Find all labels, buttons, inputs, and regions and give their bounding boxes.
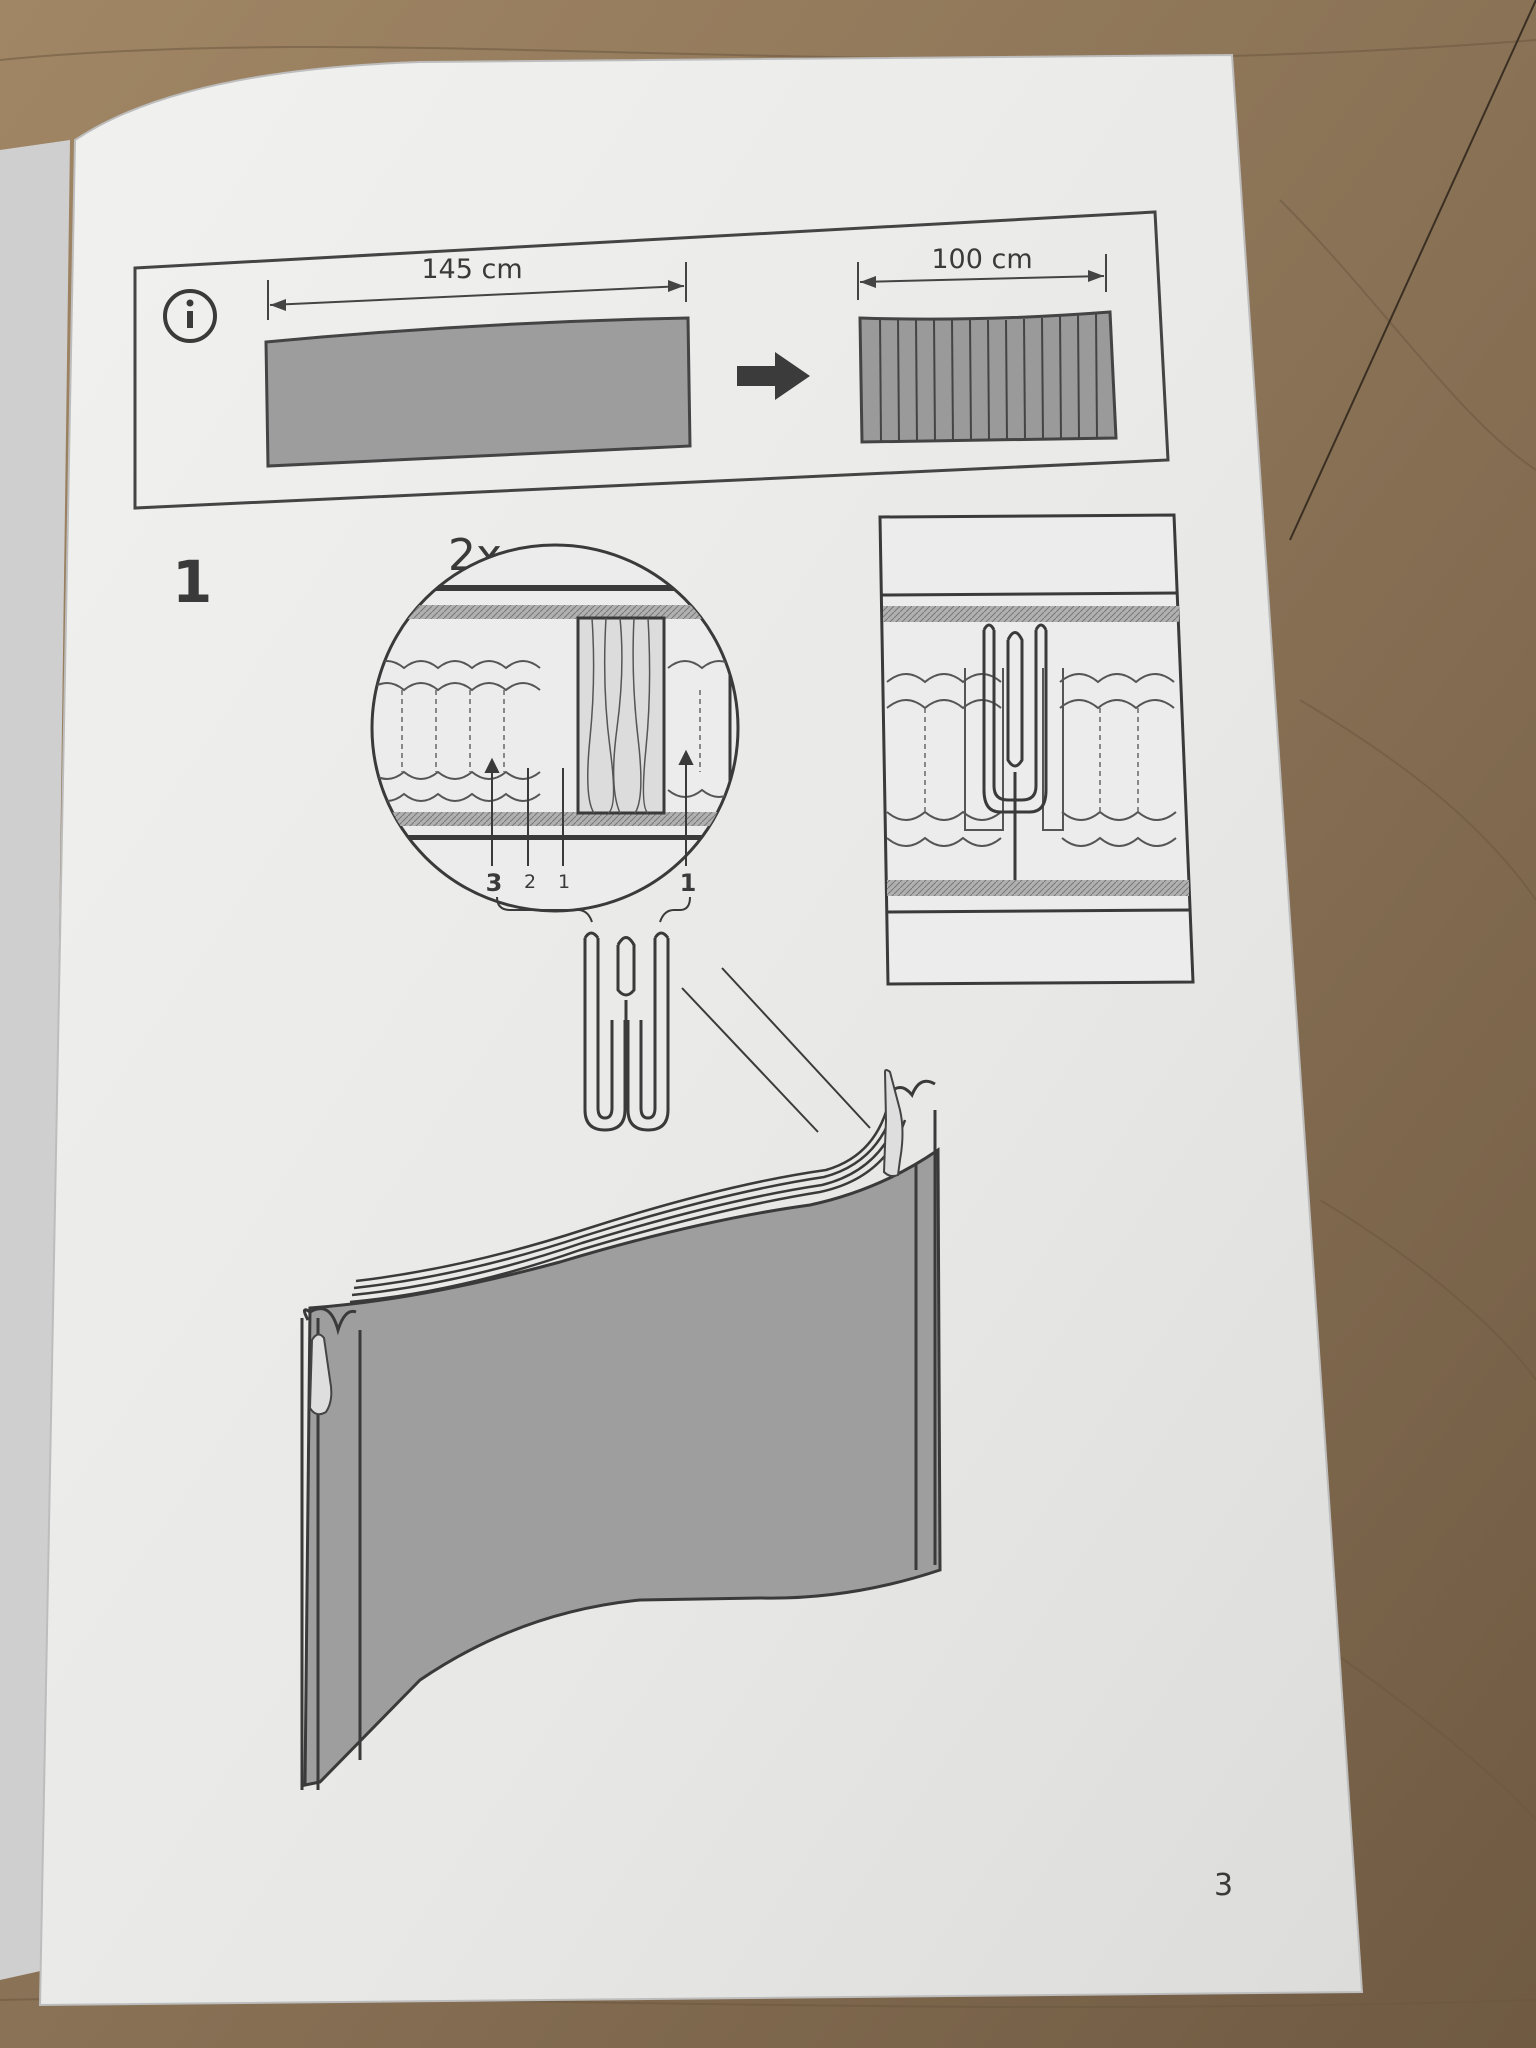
bracket	[496, 896, 691, 923]
pleated-curtain-panel	[858, 310, 1118, 444]
wood-grain	[0, 39, 1536, 2009]
hook-position-2: 2	[524, 871, 536, 893]
hook-position-1: 1	[680, 869, 697, 897]
callout-line-2	[681, 987, 819, 1133]
curtain-illustration	[300, 1069, 942, 1790]
magnified-detail-circle: 3 2 1 1	[370, 543, 740, 923]
callout-line	[721, 967, 871, 1129]
manual-page	[38, 53, 1364, 2007]
after-width-label: 100 cm	[931, 244, 1032, 275]
step-number: 1	[172, 548, 212, 616]
right-arrow-icon	[737, 352, 810, 400]
attached-hook-detail	[878, 513, 1195, 986]
dimension-after	[857, 254, 1107, 300]
tape-closeup	[372, 585, 737, 870]
curtain-hook-icon	[583, 931, 670, 1132]
dimension-before	[267, 262, 687, 320]
info-icon	[163, 289, 217, 343]
hook-position-1-small: 1	[558, 871, 570, 893]
floor-seam	[1289, 0, 1536, 541]
wood-pole-closeup	[576, 616, 666, 815]
page-number: 3	[1214, 1868, 1233, 1903]
before-width-label: 145 cm	[421, 254, 522, 285]
left-page	[0, 140, 70, 1980]
pocket-arrows	[484, 749, 694, 866]
info-panel-frame	[133, 210, 1170, 510]
hook-position-3: 3	[486, 869, 503, 897]
info-panel: 145 cm 100 cm	[133, 210, 1170, 510]
flat-curtain-panel	[264, 316, 692, 468]
